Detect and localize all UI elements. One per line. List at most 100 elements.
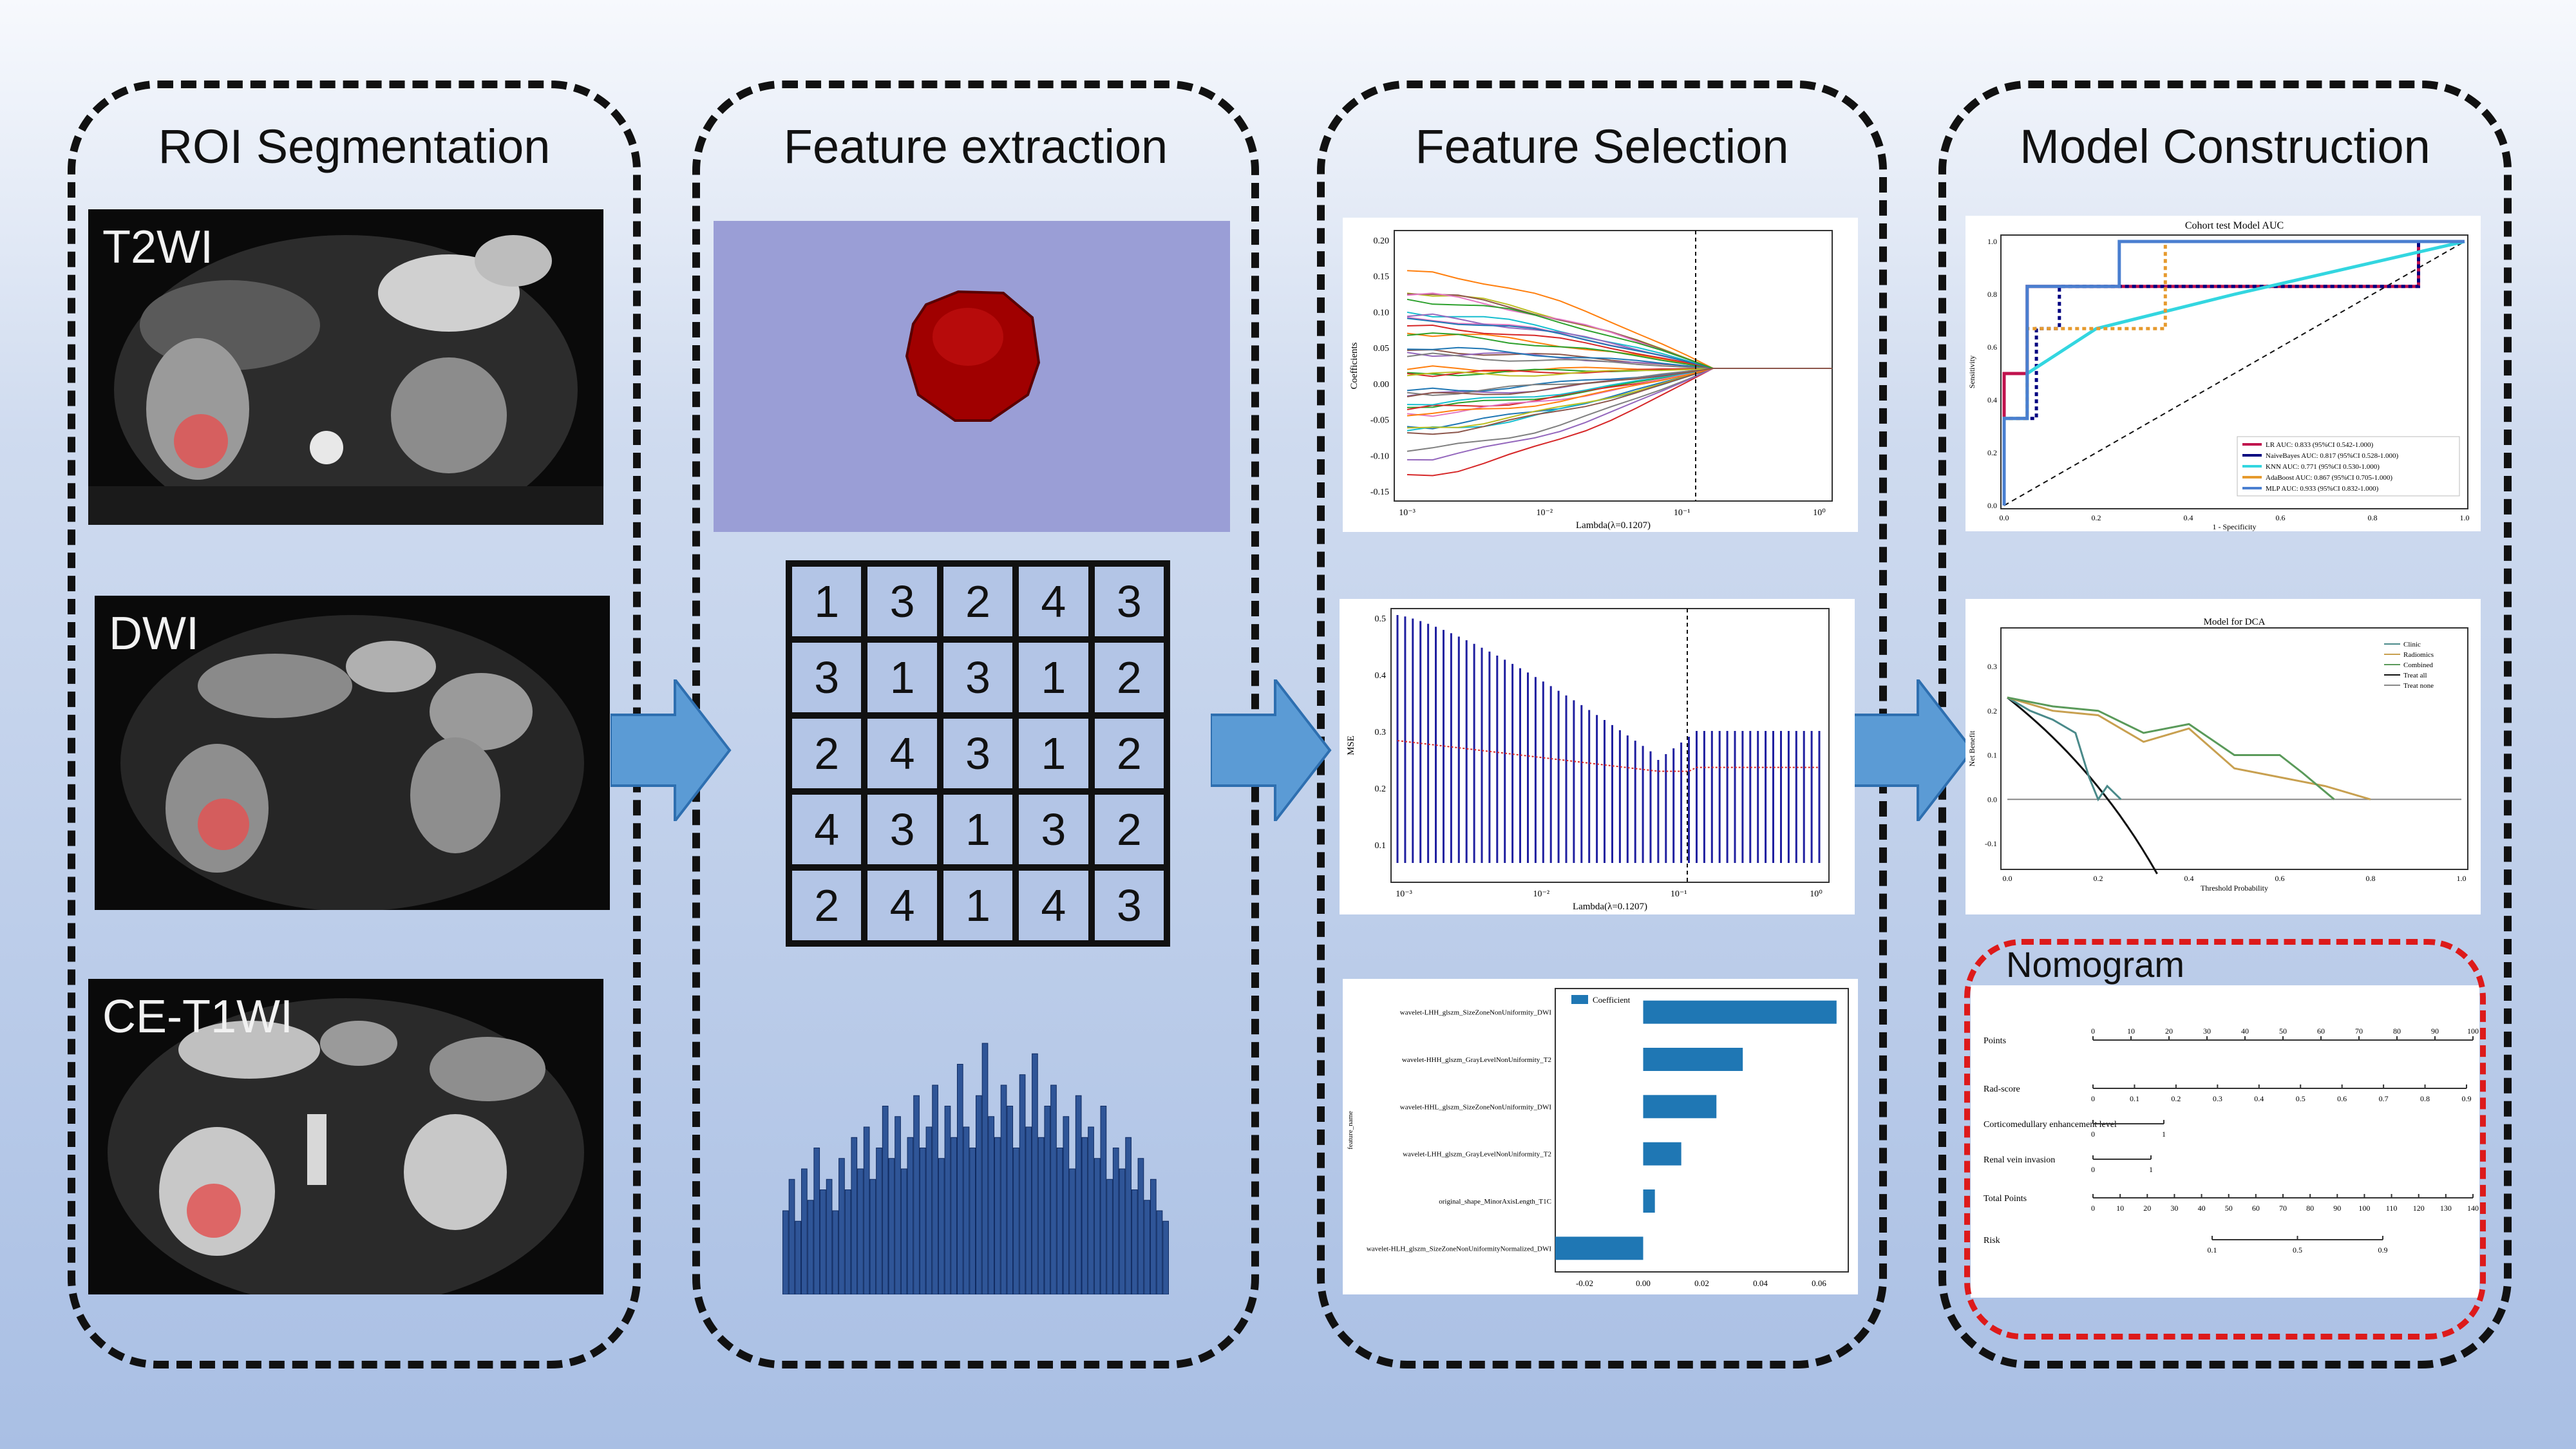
histogram-bar — [969, 1148, 976, 1294]
histogram-bar — [1044, 1106, 1051, 1294]
matrix-cell: 3 — [867, 567, 937, 636]
coefficient-path-line — [1406, 317, 1832, 369]
y-tick-label: 0.00 — [1374, 380, 1390, 390]
x-tick-label: 0.4 — [2184, 874, 2194, 883]
histogram-bar — [838, 1158, 845, 1294]
legend-label: Treat all — [2403, 672, 2427, 679]
y-tick-label: 0.8 — [1987, 290, 1997, 299]
coefficient-path-line — [1406, 368, 1832, 477]
histogram-bar — [1063, 1116, 1070, 1294]
histogram-bar — [832, 1210, 839, 1294]
nomogram-tick-label: 90 — [2431, 1027, 2439, 1036]
feature-name-label: wavelet-HHL_glszm_SizeZoneNonUniformity_… — [1400, 1103, 1552, 1111]
histogram-bar — [976, 1095, 982, 1294]
plot-frame — [1394, 230, 1833, 502]
y-tick-label: 0.0 — [1987, 501, 1997, 510]
nomogram-tick-label: 0.5 — [2296, 1094, 2306, 1103]
coefficient-path-line — [1406, 368, 1832, 377]
histogram-bar — [981, 1043, 989, 1294]
histogram-bar — [1162, 1220, 1169, 1294]
histogram-bar — [813, 1148, 820, 1294]
histogram-bar — [1025, 1126, 1032, 1294]
coefficient-path-line — [1406, 352, 1832, 369]
y-axis-label: Net Benefit — [1967, 730, 1976, 766]
mri-label-dwi: DWI — [109, 608, 199, 659]
x-tick-label: 0.6 — [2276, 513, 2286, 522]
nomogram-tick-label: 0.9 — [2462, 1094, 2472, 1103]
coefficient-path-line — [1406, 313, 1832, 369]
nomogram-tick-label: 0 — [2091, 1094, 2095, 1103]
matrix-cell: 4 — [867, 719, 937, 788]
nomogram-tick-label: 0 — [2091, 1027, 2095, 1036]
nomogram-row-label: Corticomedullary enhancement level — [1984, 1120, 2117, 1130]
y-axis-label: feature_name — [1347, 1111, 1354, 1150]
y-tick-label: -0.15 — [1370, 488, 1389, 497]
x-tick-label: 1.0 — [2457, 874, 2467, 883]
coefficient-path-line — [1406, 368, 1832, 406]
histogram-bar — [907, 1137, 914, 1294]
histogram-bar — [1075, 1095, 1082, 1294]
coefficient-path-line — [1406, 368, 1832, 452]
matrix-cell: 1 — [792, 567, 862, 636]
histogram-bar — [1088, 1126, 1094, 1294]
matrix-cell: 2 — [1094, 719, 1164, 788]
mri-image-dwi: DWI — [95, 596, 610, 910]
histogram-bar — [988, 1116, 995, 1294]
y-axis-label: Coefficients — [1349, 342, 1359, 389]
plot-frame — [1390, 608, 1830, 883]
feature-name-label: wavelet-HLH_glszm_SizeZoneNonUniformityN… — [1367, 1245, 1551, 1253]
histogram-bar — [1112, 1148, 1119, 1294]
matrix-cell: 3 — [867, 795, 937, 864]
matrix-cell: 4 — [1019, 871, 1088, 940]
x-axis-label: Threshold Probability — [2201, 884, 2268, 893]
legend-label: LR AUC: 0.833 (95%CI 0.542-1.000) — [2266, 441, 2373, 449]
matrix-cell: 1 — [867, 643, 937, 712]
coefficient-bar — [1555, 1236, 1643, 1260]
x-tick-label: 10⁻¹ — [1674, 508, 1690, 518]
histogram-bar — [1007, 1106, 1014, 1294]
nomogram-tick-label: 0.6 — [2337, 1094, 2347, 1103]
x-tick-label: 10⁻³ — [1399, 508, 1416, 518]
histogram-bar — [1106, 1179, 1113, 1294]
x-tick-label: 0.4 — [2184, 513, 2193, 522]
feature-name-label: wavelet-HHH_glszm_GrayLevelNonUniformity… — [1402, 1056, 1551, 1064]
matrix-cell: 1 — [1019, 643, 1088, 712]
histogram-bar — [1094, 1158, 1101, 1294]
histogram-bar — [1019, 1074, 1026, 1294]
stage-panel-model-construction — [1938, 80, 2512, 1368]
nomogram-tick-label: 60 — [2317, 1027, 2325, 1036]
nomogram-tick-label: 0.3 — [2213, 1094, 2222, 1103]
nomogram-tick-label: 50 — [2279, 1027, 2287, 1036]
matrix-cell: 3 — [1094, 567, 1164, 636]
x-tick-label: 10⁻¹ — [1671, 889, 1687, 899]
histogram-bar — [900, 1168, 907, 1294]
histogram-bar — [994, 1137, 1001, 1294]
nomogram-highlight-border — [1964, 939, 2486, 1340]
legend-swatch — [1571, 995, 1588, 1004]
nomogram-tick-label: 0.2 — [2171, 1094, 2181, 1103]
y-axis-label: MSE — [1346, 735, 1356, 755]
histogram-bar — [1032, 1053, 1038, 1294]
histogram-bar — [782, 1210, 789, 1294]
coefficient-path-line — [1406, 311, 1832, 369]
histogram-bar — [1137, 1158, 1144, 1294]
x-axis-label: Lambda(λ=0.1207) — [1576, 520, 1651, 531]
histogram-bar — [919, 1148, 926, 1294]
histogram-bar — [795, 1220, 802, 1294]
histogram-bar — [932, 1084, 938, 1294]
histogram-bar — [788, 1179, 795, 1294]
feature-histogram — [782, 1037, 1169, 1294]
histogram-bar — [1150, 1179, 1157, 1294]
feature-name-label: original_shape_MinorAxisLength_T1C — [1439, 1198, 1551, 1206]
nomogram-tick-label: 100 — [2467, 1027, 2479, 1036]
nomogram-tick-label: 60 — [2252, 1204, 2260, 1213]
y-tick-label: 0.3 — [1987, 662, 1997, 671]
x-tick-label: -0.02 — [1576, 1278, 1593, 1288]
histogram-bar — [801, 1168, 808, 1294]
histogram-bar — [863, 1126, 870, 1294]
histogram-bar — [1056, 1148, 1063, 1294]
matrix-cell: 4 — [1019, 567, 1088, 636]
nomogram-tick-label: 90 — [2333, 1204, 2341, 1213]
